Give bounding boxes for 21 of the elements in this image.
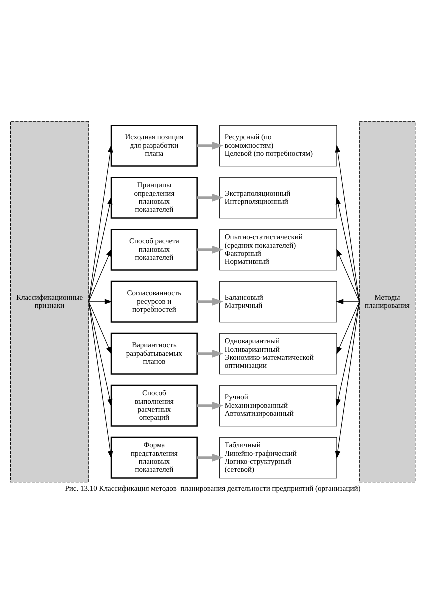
arrow [197,453,224,462]
arrow [197,349,224,358]
arrow [197,245,224,254]
arrow [197,401,224,410]
arrow [197,193,224,202]
arrow [336,248,360,302]
arrow [197,297,224,306]
arrow [335,301,360,458]
arrow [336,298,360,304]
arrow [335,144,360,302]
arrow [88,301,112,354]
arrow [336,196,360,302]
arrow [88,301,114,458]
arrow [336,301,360,406]
arrow [88,144,114,302]
arrow [88,301,113,406]
arrow [88,298,112,304]
arrow [88,196,113,302]
arrow [88,248,112,302]
arrow [197,141,224,150]
arrow [336,301,360,354]
